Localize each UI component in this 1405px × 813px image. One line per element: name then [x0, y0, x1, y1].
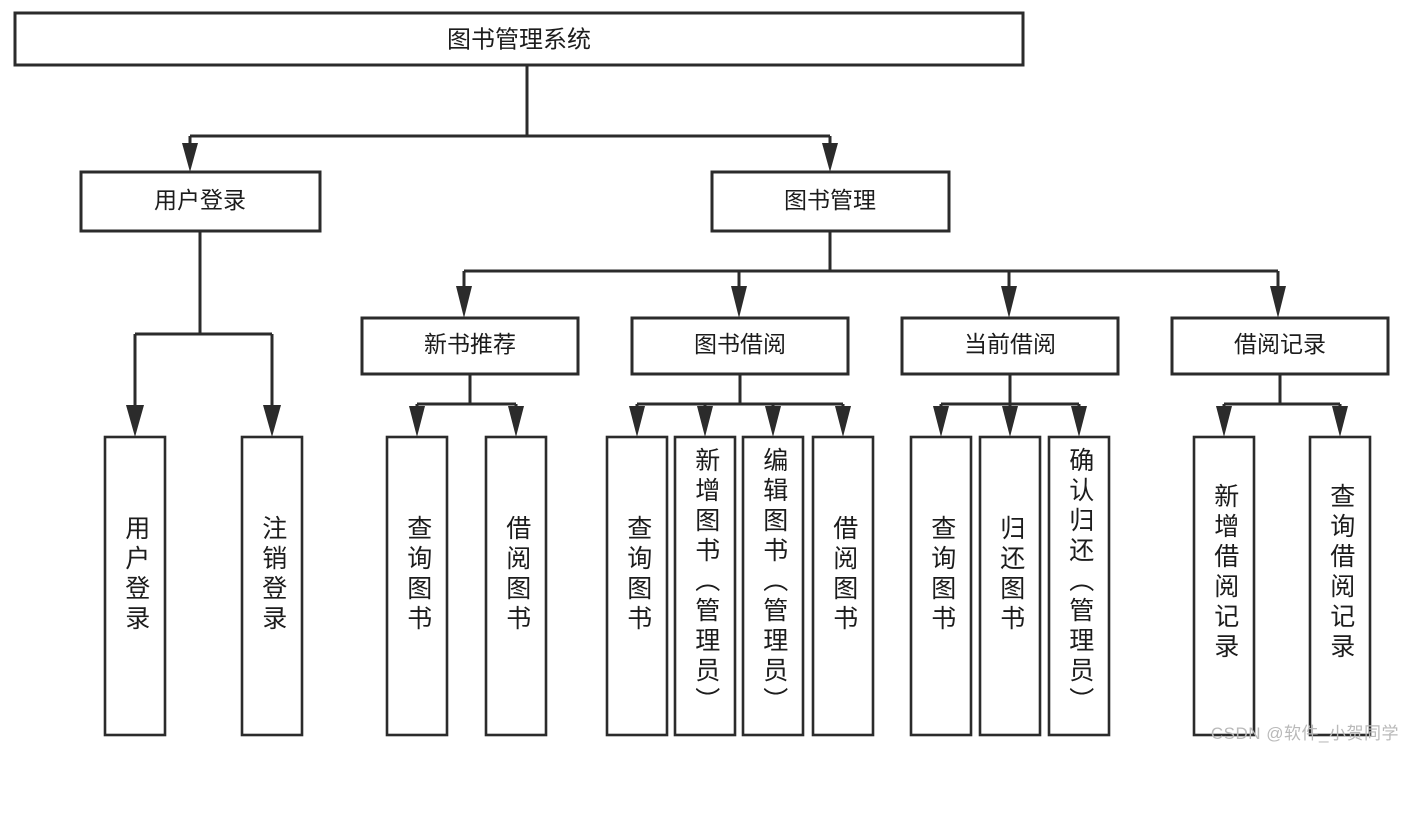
node-book-manage[interactable]: 图书管理: [710, 170, 951, 233]
node-new-book-rec[interactable]: 新书推荐: [360, 316, 580, 376]
arrow-currentborrow-l1-icon: [933, 406, 949, 437]
arrow-root-to-userlogin-icon: [182, 143, 198, 172]
leaf-box-add-record[interactable]: [1192, 435, 1256, 737]
leaf-box-return-book[interactable]: [978, 435, 1042, 737]
new-book-rec-label: 新书推荐: [424, 331, 516, 357]
book-manage-label: 图书管理: [784, 187, 876, 213]
leaf-box-add-book[interactable]: [673, 435, 737, 737]
diagram-canvas: 图书管理系统 用户登录 图书管理: [13, 11, 1399, 743]
arrow-bookborrow-l1-icon: [629, 406, 645, 437]
new-book-rec-box: [360, 316, 580, 376]
flowchart-svg: 图书管理系统 用户登录 图书管理: [13, 11, 1390, 737]
arrow-bm-to-borrowrecord-icon: [1270, 286, 1286, 318]
arrow-userlogin-leaf1-icon: [126, 405, 144, 437]
node-borrow-record[interactable]: 借阅记录: [1170, 316, 1390, 376]
node-book-borrow[interactable]: 图书借阅: [630, 316, 850, 376]
arrow-currentborrow-l2-icon: [1002, 406, 1018, 437]
book-borrow-box: [630, 316, 850, 376]
user-login-label: 用户登录: [154, 187, 246, 213]
arrow-bookborrow-l3-icon: [765, 406, 781, 437]
arrow-newbook-l2-icon: [508, 406, 524, 437]
leaf-box-query-book-1[interactable]: [385, 435, 449, 737]
current-borrow-label: 当前借阅: [964, 331, 1056, 357]
arrow-currentborrow-l3-icon: [1071, 406, 1087, 437]
arrow-bookborrow-l4-icon: [835, 406, 851, 437]
arrow-newbook-l1-icon: [409, 406, 425, 437]
book-borrow-label: 图书借阅: [694, 331, 786, 357]
leaf-box-edit-book[interactable]: [741, 435, 805, 737]
node-user-login[interactable]: 用户登录: [79, 170, 322, 233]
leaf-box-confirm-return[interactable]: [1047, 435, 1111, 737]
borrow-record-label: 借阅记录: [1234, 331, 1326, 357]
leaf-box-borrow-book-1[interactable]: [484, 435, 548, 737]
book-manage-box: [710, 170, 951, 233]
arrow-borrowrecord-l2-icon: [1332, 406, 1348, 437]
leaf-box-query-record[interactable]: [1308, 435, 1372, 737]
arrow-bookborrow-l2-icon: [697, 406, 713, 437]
arrow-userlogin-leaf2-icon: [263, 405, 281, 437]
node-current-borrow[interactable]: 当前借阅: [900, 316, 1120, 376]
leaf-box-query-book-3[interactable]: [909, 435, 973, 737]
root-box: [13, 11, 1025, 67]
borrow-record-box: [1170, 316, 1390, 376]
root-label: 图书管理系统: [447, 26, 591, 53]
leaf-box-user-login[interactable]: [103, 435, 167, 737]
current-borrow-box: [900, 316, 1120, 376]
arrow-bm-to-bookborrow-icon: [731, 286, 747, 318]
arrow-root-to-bookmanage-icon: [822, 143, 838, 172]
leaf-box-query-book-2[interactable]: [605, 435, 669, 737]
arrow-borrowrecord-l1-icon: [1216, 406, 1232, 437]
leaf-box-borrow-book-2[interactable]: [811, 435, 875, 737]
leaf-box-logout[interactable]: [240, 435, 304, 737]
arrow-bm-to-newbook-icon: [456, 286, 472, 318]
node-root[interactable]: 图书管理系统: [13, 11, 1025, 67]
watermark-text: CSDN @软件_小贺同学: [1210, 724, 1399, 743]
arrow-bm-to-currentborrow-icon: [1001, 286, 1017, 318]
